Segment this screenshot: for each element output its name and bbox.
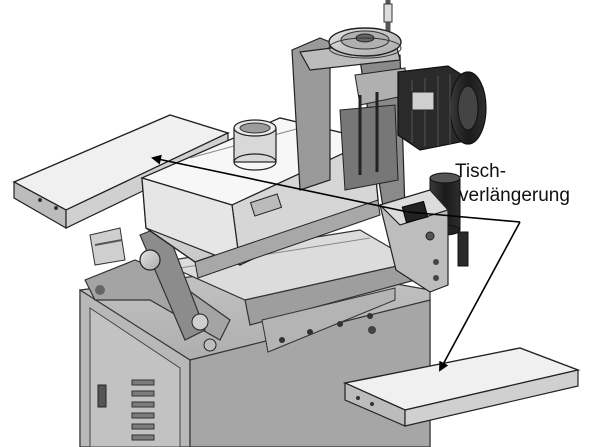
callout-arrow-right — [439, 221, 521, 372]
callout-arrows — [151, 154, 521, 372]
callout-label-line2: verlängerung — [459, 185, 570, 206]
motor — [397, 65, 487, 151]
dust-port — [233, 119, 277, 171]
callout-label-line1: Tisch- — [455, 161, 507, 182]
callout-arrow-left — [151, 154, 409, 213]
callout-leader — [407, 211, 521, 223]
table-extension-right — [342, 347, 581, 427]
vent-slots — [131, 379, 155, 441]
door-lock — [97, 384, 107, 408]
height-handwheel — [328, 0, 402, 59]
